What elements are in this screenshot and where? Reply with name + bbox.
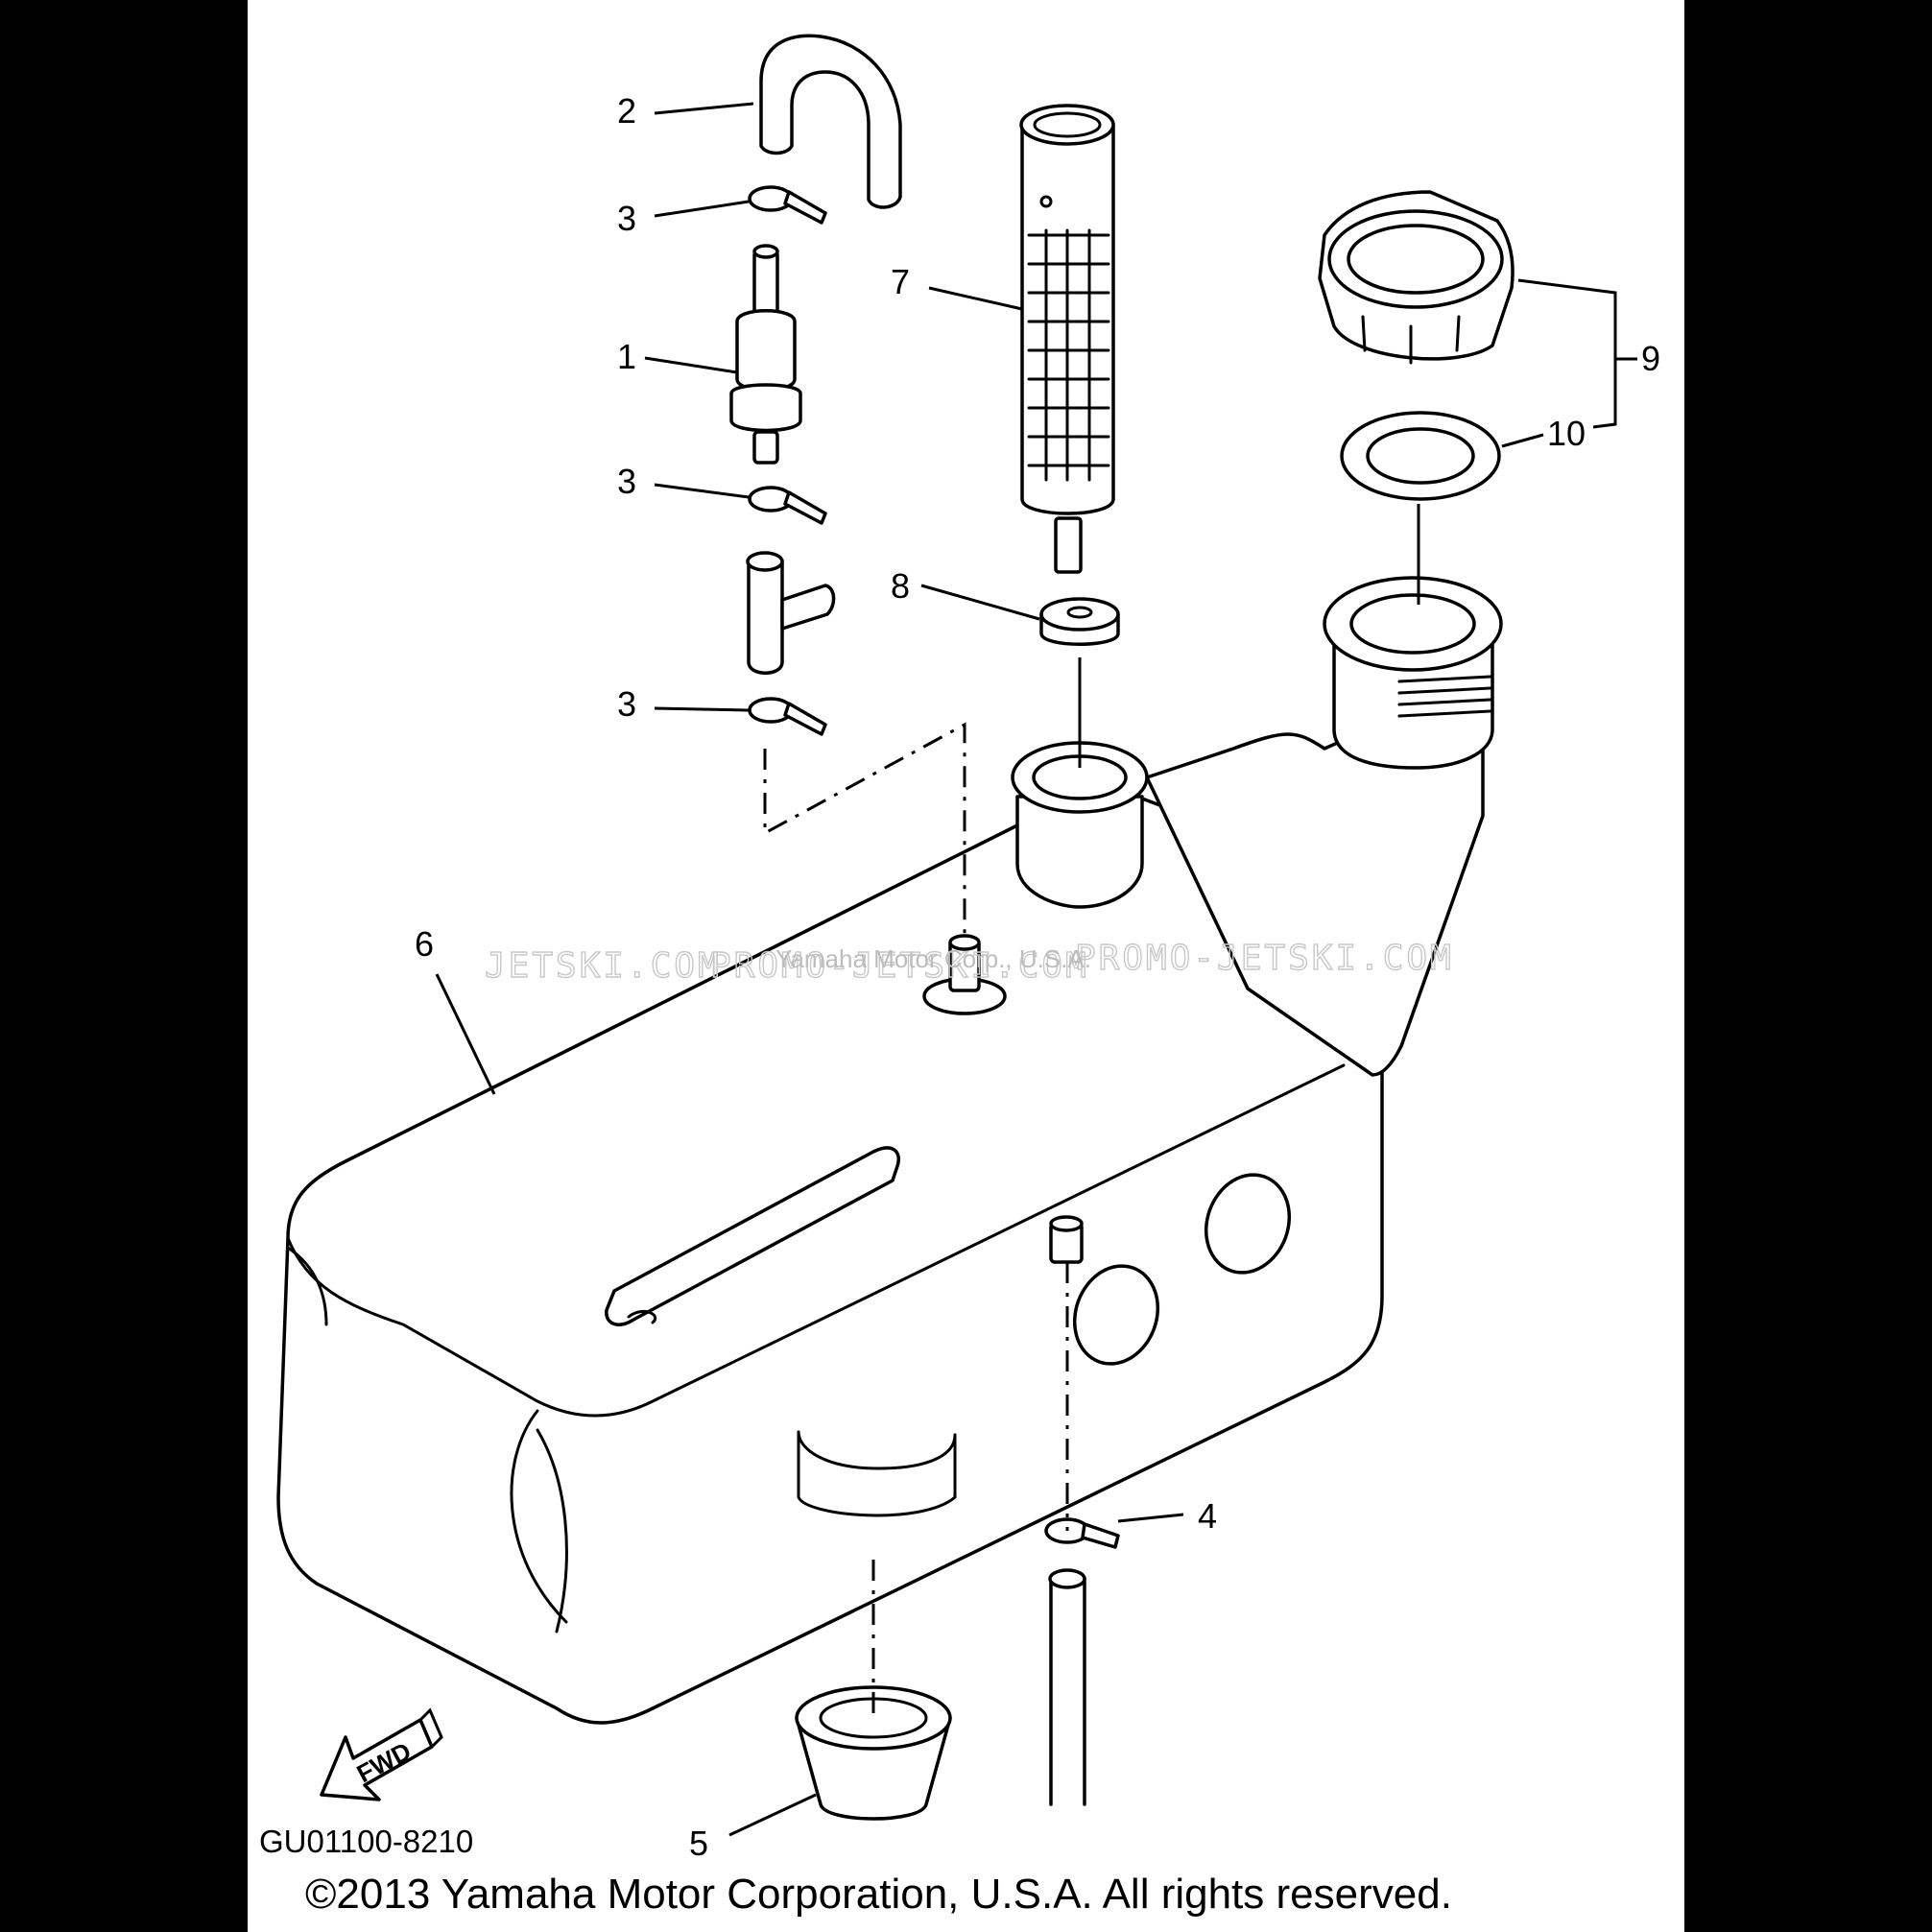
- filler-neck: [1145, 576, 1503, 1077]
- oil-strainer: [1019, 104, 1115, 574]
- oil-tank-body: [276, 796, 1384, 1725]
- strainer-neck: [1011, 741, 1149, 909]
- leader-3a: [654, 200, 750, 218]
- leader-8: [920, 584, 1040, 621]
- callout-9: 9: [1641, 339, 1660, 378]
- forward-arrow-icon: FWD: [320, 1707, 443, 1801]
- leader-9: [1517, 278, 1617, 429]
- leader-2: [654, 102, 754, 115]
- inline-fuel-filter: [729, 244, 802, 465]
- grommet: [1039, 597, 1120, 646]
- callout-5: 5: [689, 1824, 708, 1863]
- leader-6: [435, 973, 496, 1095]
- filler-cap: [1318, 190, 1515, 365]
- outlet-fitting: [1049, 1215, 1084, 1264]
- watermark-right: PROMO-JETSKI.COM: [1075, 939, 1454, 978]
- leader-5: [728, 1793, 817, 1837]
- watermark-middle: PROMO-JETSKI.COM: [710, 946, 1089, 986]
- tank-top-fitting: [922, 934, 1007, 1015]
- callout-2: 2: [617, 91, 636, 131]
- callout-8: 8: [891, 566, 910, 606]
- leader-10: [1501, 433, 1544, 448]
- leader-1: [644, 356, 738, 374]
- callout-6: 6: [415, 924, 434, 964]
- hose-clamp-lower: [748, 697, 827, 736]
- leader-4: [1117, 1513, 1184, 1523]
- filler-cap-gasket: [1340, 411, 1501, 501]
- callout-3-middle: 3: [617, 462, 636, 501]
- callout-1: 1: [617, 337, 636, 376]
- hose-clamp-middle: [748, 486, 827, 525]
- lower-hose: [1048, 1568, 1086, 1806]
- callout-4: 4: [1198, 1496, 1217, 1536]
- breather-hose: [759, 34, 902, 209]
- t-joint: [746, 551, 836, 675]
- callout-3-lower: 3: [617, 684, 636, 724]
- hose-clamp-top: [748, 185, 827, 225]
- drain-cup: [795, 1685, 952, 1821]
- watermark-faint: Yamaha Motor Corp., U.S.A.: [775, 944, 1091, 973]
- leader-3c: [654, 706, 750, 712]
- callout-3-top: 3: [617, 199, 636, 238]
- watermark-left: JETSKI.COM: [485, 946, 722, 986]
- lower-hose-clamp: [1044, 1517, 1120, 1549]
- callout-7: 7: [891, 262, 910, 301]
- leader-7: [928, 286, 1023, 311]
- callout-10: 10: [1547, 414, 1586, 453]
- leader-3b: [654, 483, 750, 499]
- copyright-notice: ©2013 Yamaha Motor Corporation, U.S.A. A…: [305, 1871, 1452, 1918]
- diagram-code: GU01100-8210: [259, 1824, 473, 1859]
